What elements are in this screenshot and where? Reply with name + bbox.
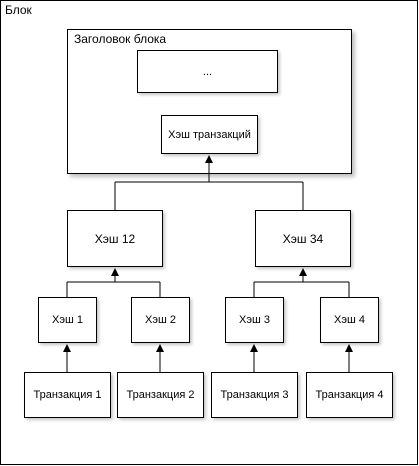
- tx2-label: Транзакция 2: [126, 389, 195, 401]
- tx1-label: Транзакция 1: [33, 389, 102, 401]
- hash3-label: Хэш 3: [239, 314, 270, 326]
- tx3-box: Транзакция 3: [211, 372, 298, 418]
- hash1-box: Хэш 1: [38, 297, 97, 343]
- tx1-box: Транзакция 1: [24, 372, 111, 418]
- tx2-box: Транзакция 2: [117, 372, 204, 418]
- tx-hash-label: Хэш транзакций: [168, 128, 251, 141]
- hash4-label: Хэш 4: [334, 314, 365, 326]
- hash2-label: Хэш 2: [145, 314, 176, 326]
- tx-hash-box: Хэш транзакций: [161, 115, 258, 154]
- hash3-box: Хэш 3: [225, 297, 284, 343]
- hash4-box: Хэш 4: [320, 297, 379, 343]
- block-label: Блок: [5, 3, 32, 17]
- hash12-box: Хэш 12: [67, 210, 163, 267]
- hash34-box: Хэш 34: [255, 210, 351, 267]
- hash1-label: Хэш 1: [52, 314, 83, 326]
- hash2-box: Хэш 2: [131, 297, 190, 343]
- hash12-label: Хэш 12: [94, 231, 136, 246]
- tx4-label: Транзакция 4: [315, 389, 384, 401]
- header-ellipsis-box: ...: [137, 50, 278, 93]
- header-ellipsis-text: ...: [202, 65, 213, 78]
- tx4-box: Транзакция 4: [306, 372, 393, 418]
- hash34-label: Хэш 34: [282, 231, 324, 246]
- block-header-label: Заголовок блока: [74, 32, 167, 46]
- tx3-label: Транзакция 3: [220, 389, 289, 401]
